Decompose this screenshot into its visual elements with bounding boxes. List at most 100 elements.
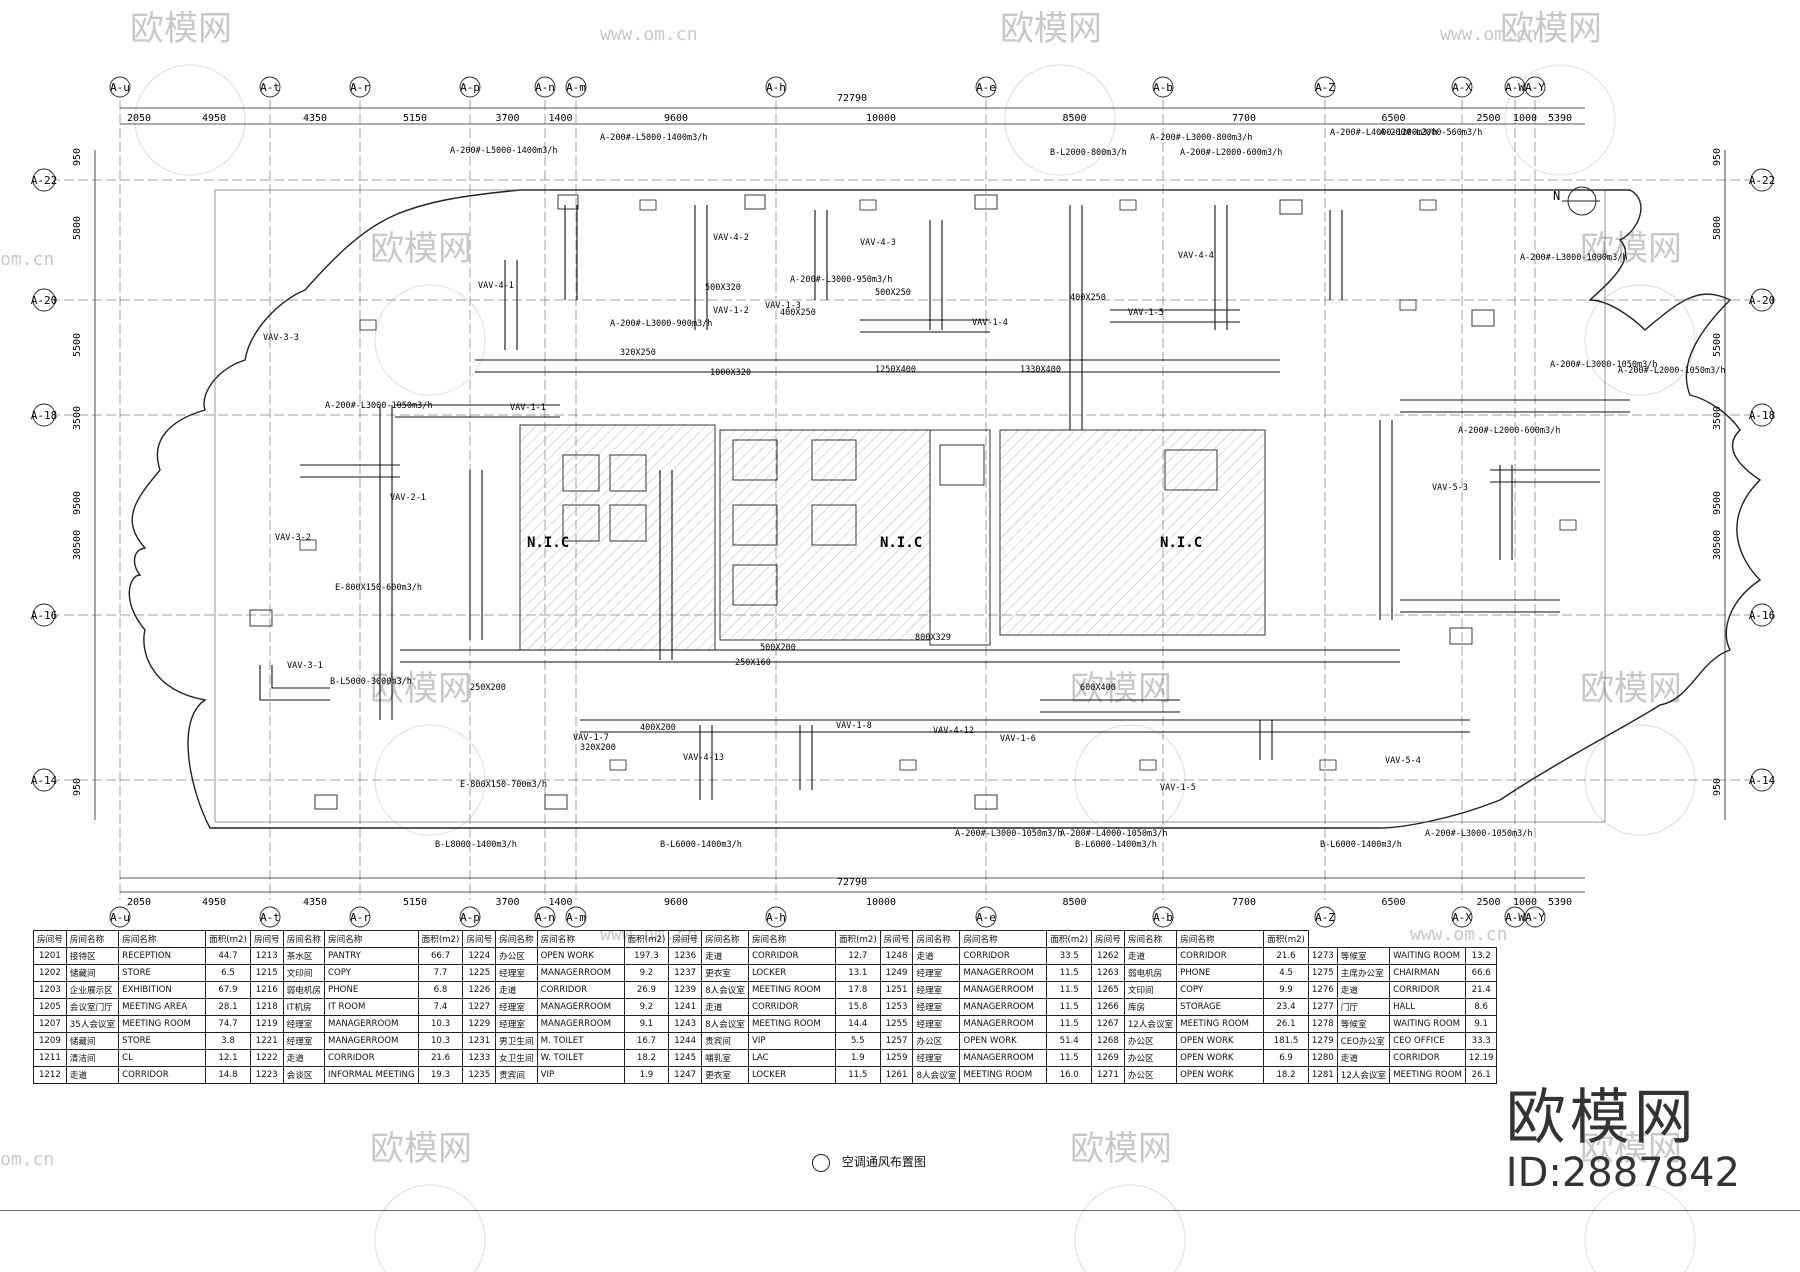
watermark-url: www.om.cn bbox=[1440, 24, 1538, 45]
table-cell: MANAGERROOM bbox=[324, 1015, 419, 1033]
airflow-note: A-200#-L3000-950m3/h bbox=[790, 275, 892, 285]
caption-text: 空调通风布置图 bbox=[841, 1155, 926, 1169]
vav-label: VAV-1-5 bbox=[1128, 308, 1164, 318]
table-cell: 1209 bbox=[33, 1032, 67, 1050]
table-cell: 走道 bbox=[1336, 981, 1391, 999]
airflow-note: E-800X150-600m3/h bbox=[335, 583, 422, 593]
table-cell: 11.5 bbox=[1046, 964, 1093, 982]
table-cell: 1278 bbox=[1307, 1015, 1338, 1033]
side-dimension: 5500 bbox=[1712, 333, 1723, 357]
table-cell: 1265 bbox=[1091, 981, 1125, 999]
span-dimension: 5150 bbox=[403, 897, 427, 908]
span-dimension: 7700 bbox=[1232, 897, 1256, 908]
table-cell: 1249 bbox=[879, 964, 914, 982]
grid-bubble bbox=[1750, 288, 1774, 312]
table-cell: 21.4 bbox=[1464, 981, 1498, 999]
table-cell: 会谈区 bbox=[282, 1066, 326, 1084]
table-cell: 女卫生间 bbox=[495, 1049, 538, 1067]
drawing-caption: 空调通风布置图 bbox=[812, 1153, 926, 1172]
watermark-url: www.om.cn bbox=[600, 24, 698, 45]
table-cell: 1237 bbox=[668, 964, 703, 982]
table-cell: 会议室门厅 bbox=[65, 998, 120, 1016]
table-cell: 办公区 bbox=[1123, 1066, 1178, 1084]
table-header-cell: 房间名称 bbox=[701, 930, 749, 948]
table-cell: 1280 bbox=[1307, 1049, 1338, 1067]
table-cell: OPEN WORK bbox=[959, 1032, 1048, 1050]
table-cell: 1263 bbox=[1091, 964, 1125, 982]
grid-axis-label: A-W bbox=[1505, 911, 1525, 924]
table-cell: 1269 bbox=[1091, 1049, 1125, 1067]
bottom-divider bbox=[0, 1210, 1800, 1211]
table-cell: 1236 bbox=[668, 947, 703, 965]
table-cell: W. TOILET bbox=[536, 1049, 625, 1067]
duct-size-label: 400X250 bbox=[1070, 293, 1106, 303]
table-cell: CORRIDOR bbox=[747, 998, 836, 1016]
table-cell: 12.19 bbox=[1464, 1049, 1498, 1067]
table-cell: CEO办公室 bbox=[1336, 1032, 1391, 1050]
table-header-cell: 房间号 bbox=[249, 930, 284, 948]
grid-axis-label: A-e bbox=[976, 81, 996, 94]
table-cell: CORRIDOR bbox=[536, 981, 625, 999]
grid-axis-label: A-u bbox=[110, 911, 130, 924]
table-cell: 1202 bbox=[33, 964, 67, 982]
grid-axis-label: A-W bbox=[1505, 81, 1525, 94]
side-dimension: 5500 bbox=[72, 333, 83, 357]
table-cell: 1243 bbox=[668, 1015, 703, 1033]
grid-bubble bbox=[1152, 76, 1174, 98]
table-cell: OPEN WORK bbox=[1176, 1032, 1265, 1050]
side-dimension: 30500 bbox=[1712, 530, 1723, 560]
duct-size-label: 800X329 bbox=[915, 633, 951, 643]
table-cell: 经理室 bbox=[912, 1049, 961, 1067]
table-cell: 门厅 bbox=[1336, 998, 1391, 1016]
grid-axis-label: A-22 bbox=[1749, 174, 1776, 187]
grid-bubble bbox=[32, 168, 56, 192]
table-cell: 5.5 bbox=[834, 1032, 881, 1050]
table-cell: MANAGERROOM bbox=[959, 1049, 1048, 1067]
table-cell: 1268 bbox=[1091, 1032, 1125, 1050]
table-cell: 1225 bbox=[462, 964, 497, 982]
side-dimension: 9500 bbox=[1712, 491, 1723, 515]
table-header-cell: 房间名称 bbox=[959, 930, 1048, 948]
table-cell: 1248 bbox=[879, 947, 914, 965]
watermark-side-text: om.cn bbox=[0, 249, 54, 270]
table-cell: COPY bbox=[1176, 981, 1265, 999]
table-header-cell: 房间号 bbox=[879, 930, 914, 948]
grid-axis-label: A-u bbox=[110, 81, 130, 94]
watermark-logo: 欧模网 bbox=[1070, 669, 1172, 709]
table-cell: 1215 bbox=[249, 964, 284, 982]
table-cell: 走道 bbox=[495, 981, 538, 999]
table-cell: MEETING ROOM bbox=[959, 1066, 1048, 1084]
airflow-note: B-L5000-3000m3/h bbox=[330, 677, 412, 687]
span-dimension: 2500 bbox=[1476, 113, 1500, 124]
grid-bubble bbox=[109, 906, 131, 928]
vav-label: VAV-5-4 bbox=[1385, 756, 1421, 766]
grid-axis-label: A-b bbox=[1153, 81, 1173, 94]
grid-bubble bbox=[1451, 906, 1473, 928]
table-header-cell: 房间名称 bbox=[912, 930, 961, 948]
north-label: N bbox=[1553, 189, 1560, 203]
table-cell: IT ROOM bbox=[324, 998, 419, 1016]
table-cell: 6.5 bbox=[205, 964, 251, 982]
grid-axis-label: A-m bbox=[566, 81, 586, 94]
table-cell: 1218 bbox=[249, 998, 284, 1016]
dimension-lines bbox=[94, 107, 1726, 893]
vav-label: VAV-4-4 bbox=[1178, 251, 1214, 261]
grid-axis-label: A-22 bbox=[31, 174, 58, 187]
grid-bubble bbox=[109, 76, 131, 98]
table-cell: 文印间 bbox=[282, 964, 326, 982]
table-cell: 66.7 bbox=[417, 947, 464, 965]
table-cell: 11.5 bbox=[1046, 1015, 1093, 1033]
table-cell: 9.2 bbox=[623, 964, 670, 982]
grid-bubble bbox=[32, 603, 56, 627]
side-dimension: 30500 bbox=[72, 530, 83, 560]
table-cell: 1207 bbox=[33, 1015, 67, 1033]
table-cell: 18.2 bbox=[1263, 1066, 1309, 1084]
table-cell: CEO OFFICE bbox=[1389, 1032, 1466, 1050]
table-cell: 12.1 bbox=[205, 1049, 251, 1067]
grid-bubble bbox=[32, 768, 56, 792]
table-cell: 1203 bbox=[33, 981, 67, 999]
